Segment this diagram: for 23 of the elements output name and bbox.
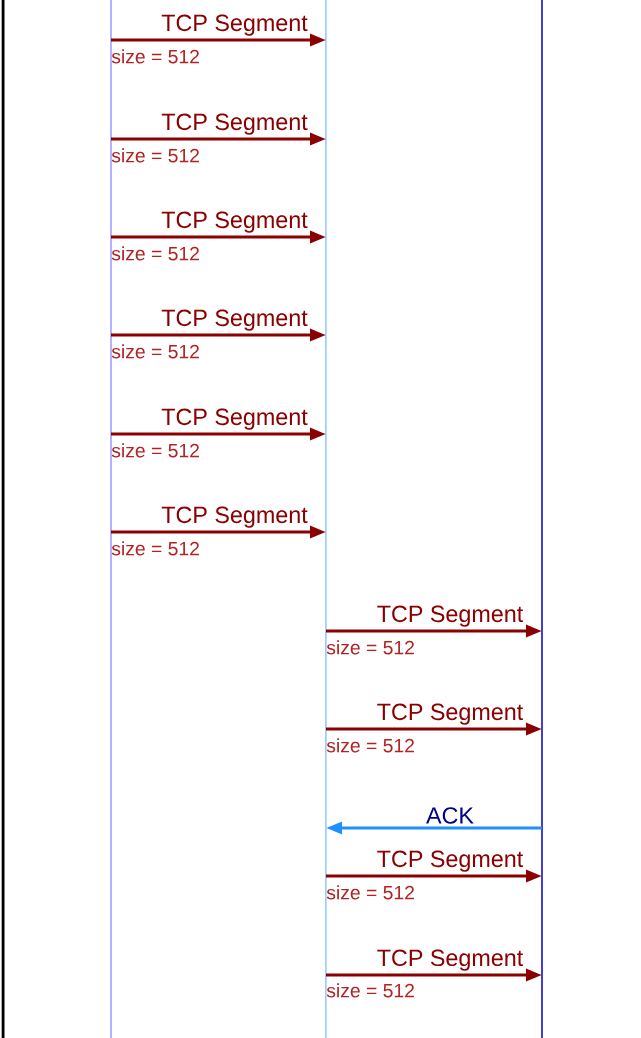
size-label: size = 512 bbox=[326, 640, 414, 655]
edge-label: ACK bbox=[426, 807, 474, 824]
size-label: size = 512 bbox=[111, 541, 199, 556]
edge-label: TCP Segment bbox=[161, 408, 308, 430]
size-label: size = 512 bbox=[111, 344, 199, 359]
edge-label: TCP Segment bbox=[377, 850, 524, 872]
size-label: size = 512 bbox=[111, 49, 199, 64]
size-label: size = 512 bbox=[111, 246, 199, 261]
edge-label: TCP Segment bbox=[161, 211, 308, 233]
edge-label: TCP Segment bbox=[161, 113, 308, 135]
size-label: size = 512 bbox=[111, 148, 199, 163]
edge-label: TCP Segment bbox=[377, 605, 524, 627]
edge-label: TCP Segment bbox=[377, 703, 524, 725]
size-label: size = 512 bbox=[326, 983, 414, 998]
size-label: size = 512 bbox=[326, 738, 414, 753]
edge-label: TCP Segment bbox=[161, 309, 308, 331]
lifeline bbox=[541, 0, 543, 1038]
edge-label: TCP Segment bbox=[377, 949, 524, 971]
edge-label: TCP Segment bbox=[161, 14, 308, 36]
size-label: size = 512 bbox=[111, 443, 199, 458]
size-label: size = 512 bbox=[326, 885, 414, 900]
lifeline bbox=[110, 0, 112, 1038]
edge-label: TCP Segment bbox=[161, 506, 308, 528]
